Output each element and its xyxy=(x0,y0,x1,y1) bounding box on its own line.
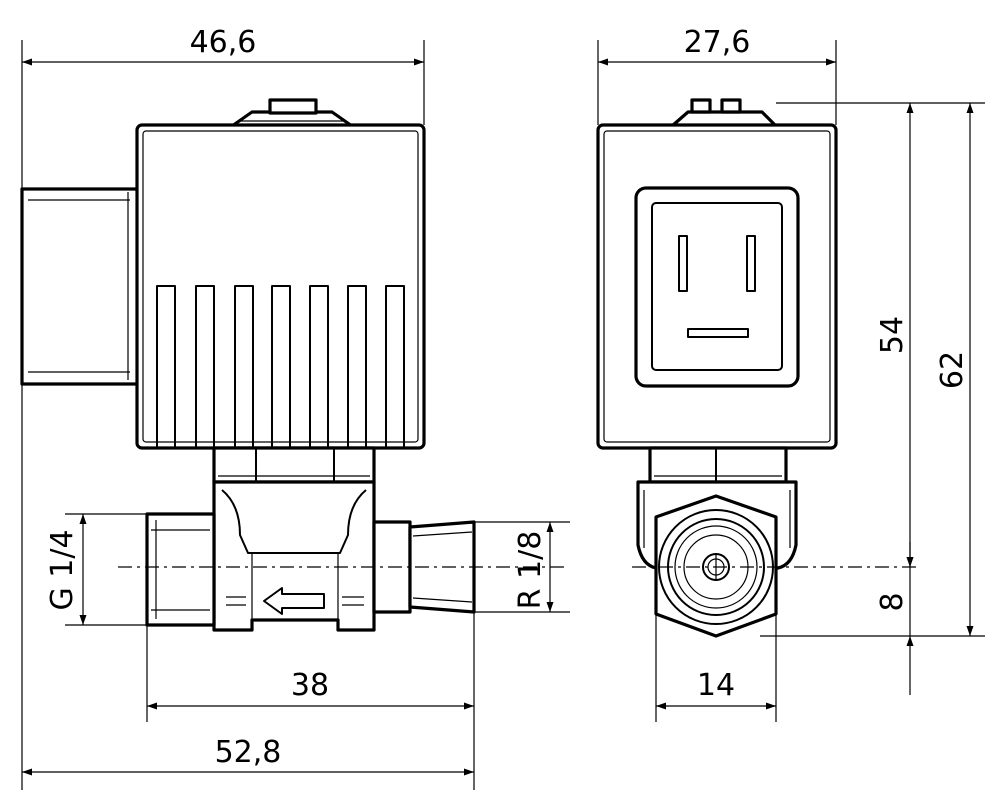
socket-pin-ground xyxy=(687,328,749,338)
flow-direction-arrow xyxy=(263,587,325,615)
side-connector-plug xyxy=(20,187,139,386)
dim-length-52-8: 52,8 xyxy=(215,735,282,770)
side-view xyxy=(20,98,565,632)
side-inlet-thread xyxy=(145,512,216,627)
side-armature-tube xyxy=(212,446,376,484)
end-terminal-pins xyxy=(670,98,778,128)
dim-height-54: 54 xyxy=(875,316,910,354)
electrical-socket xyxy=(634,186,800,388)
end-view xyxy=(596,98,920,638)
dim-height-8: 8 xyxy=(875,592,910,611)
dim-inlet-thread: G 1/4 xyxy=(45,529,80,610)
dim-length-38: 38 xyxy=(291,668,329,703)
dim-side-width: 46,6 xyxy=(190,25,257,60)
side-top-cap xyxy=(230,98,354,128)
dimensions: 46,6 27,6 54 62 8 14 38 52,8 xyxy=(21,25,985,790)
hex-port xyxy=(654,494,778,638)
socket-pin-right xyxy=(746,235,756,292)
dim-height-62: 62 xyxy=(935,351,970,389)
end-armature-tube xyxy=(648,446,788,484)
dim-outlet-thread: R 1/8 xyxy=(513,531,548,610)
dim-hex-14: 14 xyxy=(697,668,735,703)
dim-end-width: 27,6 xyxy=(684,25,751,60)
socket-pin-left xyxy=(678,235,688,292)
side-cooling-fins xyxy=(156,285,405,448)
